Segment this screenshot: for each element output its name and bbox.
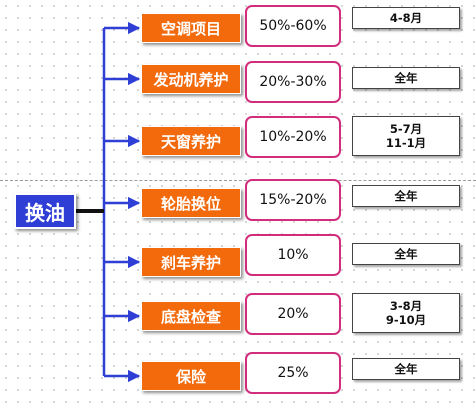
percentage-box: 50%-60%	[245, 5, 341, 47]
percentage-box: 20%-30%	[245, 61, 341, 103]
period-box: 全年	[352, 243, 460, 265]
period-line: 4-8月	[389, 11, 423, 25]
service-node: 底盘检查	[141, 301, 241, 331]
service-node: 刹车养护	[141, 247, 241, 277]
period-line: 5-7月	[389, 122, 423, 136]
period-box: 全年	[352, 67, 460, 89]
service-node: 天窗养护	[141, 126, 241, 156]
period-box: 4-8月	[352, 7, 460, 29]
service-node: 轮胎换位	[141, 188, 241, 218]
root-node-oil-change: 换油	[14, 193, 76, 229]
service-node: 保险	[141, 361, 241, 391]
period-line: 全年	[394, 247, 418, 261]
percentage-box: 20%	[245, 293, 341, 335]
period-box: 全年	[352, 358, 460, 380]
period-line: 全年	[394, 71, 418, 85]
percentage-box: 10%	[245, 234, 341, 276]
service-node: 空调项目	[141, 13, 241, 43]
period-line: 3-8月	[389, 299, 423, 313]
service-node: 发动机养护	[141, 64, 241, 94]
period-line: 全年	[394, 362, 418, 376]
period-line: 全年	[394, 189, 418, 203]
percentage-box: 25%	[245, 352, 341, 394]
dashed-guide-line	[0, 180, 476, 181]
percentage-box: 10%-20%	[245, 116, 341, 158]
period-line: 11-1月	[385, 136, 427, 150]
percentage-box: 15%-20%	[245, 179, 341, 221]
period-line: 9-10月	[385, 313, 427, 327]
period-box: 全年	[352, 185, 460, 207]
